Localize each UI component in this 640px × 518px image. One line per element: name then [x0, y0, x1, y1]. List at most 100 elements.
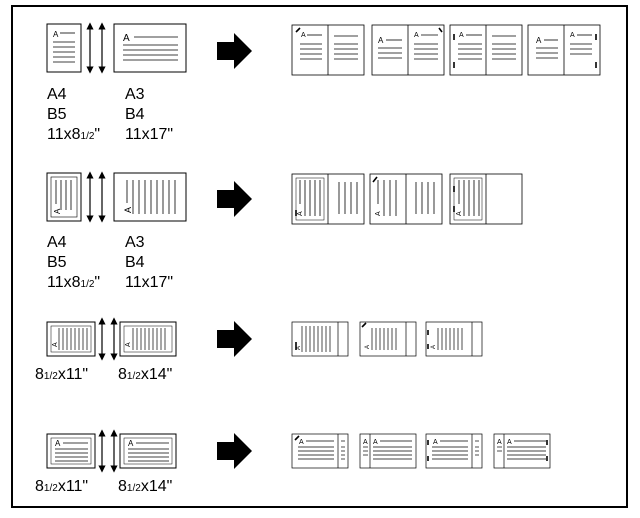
row3-results: A A A	[291, 321, 483, 357]
size-main: 8	[118, 366, 127, 383]
row1-left-inch: 11x81/2"	[47, 126, 100, 146]
svg-text:A: A	[373, 439, 378, 446]
svg-text:A: A	[431, 345, 437, 349]
row3-source: A A	[46, 317, 177, 361]
row1-results: A A A A A A	[291, 24, 601, 76]
row2-left-size-1: A4	[47, 234, 67, 251]
svg-text:A: A	[570, 32, 575, 39]
svg-text:A: A	[297, 211, 304, 216]
row3-right-size: 81/2x14"	[118, 366, 172, 386]
double-arrow-vertical-icon	[98, 429, 118, 473]
row1-source: A A	[46, 22, 187, 74]
row1-right-inch: 11x17"	[125, 126, 174, 143]
inch-main: 11x8	[47, 126, 81, 143]
svg-text:A: A	[52, 342, 59, 347]
row3-left-size: 81/2x11"	[35, 366, 88, 386]
svg-text:A: A	[125, 342, 132, 347]
right-arrow-icon	[217, 321, 252, 357]
large-letter-portrait-page: A	[119, 321, 177, 357]
svg-text:A: A	[128, 439, 134, 448]
result-page-3: A	[425, 433, 483, 469]
size-main: 8	[118, 478, 127, 495]
small-letter-portrait-page: A	[46, 321, 96, 357]
inch-main: 11x8	[47, 274, 81, 291]
svg-text:A: A	[53, 30, 59, 39]
svg-text:A: A	[433, 439, 438, 446]
size-rest: x14"	[140, 366, 173, 383]
svg-text:A: A	[378, 36, 384, 45]
result-page-2: A A	[371, 24, 445, 76]
row1-right-size-2: B4	[125, 106, 145, 123]
svg-text:A: A	[363, 439, 368, 446]
svg-text:A: A	[456, 211, 463, 216]
size-main: 8	[35, 478, 44, 495]
row2-source: A A	[46, 171, 187, 223]
result-page-4: A A	[527, 24, 601, 76]
row1-right-size-1: A3	[125, 86, 145, 103]
result-page-1: A	[291, 433, 349, 469]
svg-text:A: A	[459, 32, 464, 39]
result-page-3: A	[425, 321, 483, 357]
double-arrow-vertical-icon	[98, 317, 118, 361]
right-arrow-icon	[217, 33, 252, 69]
result-page-1: A	[291, 24, 365, 76]
svg-text:A: A	[365, 345, 371, 349]
size-fraction: 1/2	[126, 371, 141, 382]
small-landscape-page: A	[46, 23, 82, 73]
svg-text:A: A	[296, 346, 302, 350]
svg-text:A: A	[299, 439, 304, 446]
svg-text:A: A	[375, 211, 382, 216]
svg-text:A: A	[497, 439, 502, 446]
svg-text:A: A	[536, 36, 542, 45]
size-fraction: 1/2	[43, 371, 58, 382]
result-page-2: A	[369, 173, 443, 225]
result-page-2: A	[359, 321, 417, 357]
double-arrow-vertical-icon	[86, 22, 106, 74]
result-page-1: A	[291, 321, 349, 357]
large-portrait-page: A	[113, 172, 187, 222]
large-letter-landscape-page: A	[119, 433, 177, 469]
size-fraction: 1/2	[43, 483, 58, 494]
row4-right-size: 81/2x14"	[118, 478, 172, 498]
svg-text:A: A	[53, 208, 62, 214]
row2-right-inch: 11x17"	[125, 274, 174, 291]
svg-text:A: A	[414, 32, 419, 39]
row2-right-size-1: A3	[125, 234, 145, 251]
row2-left-size-2: B5	[47, 254, 67, 271]
size-rest: x11"	[57, 478, 89, 495]
small-portrait-page: A	[46, 172, 82, 222]
size-rest: x11"	[57, 366, 89, 383]
row2-left-inch: 11x81/2"	[47, 274, 100, 294]
result-page-3: A	[449, 173, 523, 225]
result-page-1: A	[291, 173, 365, 225]
row2-right-size-2: B4	[125, 254, 145, 271]
svg-text:A: A	[507, 439, 512, 446]
row1-left-size-1: A4	[47, 86, 67, 103]
inch-fraction: 1/2	[80, 131, 95, 142]
inch-unit: "	[94, 126, 101, 143]
svg-text:A: A	[123, 207, 133, 213]
result-page-4: A A	[493, 433, 551, 469]
result-page-2: A A	[359, 433, 417, 469]
right-arrow-icon	[217, 181, 252, 217]
row1-left-size-2: B5	[47, 106, 67, 123]
svg-text:A: A	[55, 439, 61, 448]
result-page-3: A	[449, 24, 523, 76]
row2-results: A A A	[291, 173, 523, 225]
right-arrow-icon	[217, 433, 252, 469]
size-rest: x14"	[140, 478, 173, 495]
large-landscape-page: A	[113, 23, 187, 73]
diagram-frame	[11, 5, 628, 508]
double-arrow-vertical-icon	[86, 171, 106, 223]
svg-text:A: A	[301, 32, 306, 39]
row4-results: A A A A A A	[291, 433, 551, 469]
inch-unit: "	[94, 274, 101, 291]
inch-fraction: 1/2	[80, 279, 95, 290]
row4-left-size: 81/2x11"	[35, 478, 88, 498]
size-fraction: 1/2	[126, 483, 141, 494]
size-main: 8	[35, 366, 44, 383]
row4-source: A A	[46, 429, 177, 473]
svg-text:A: A	[123, 33, 130, 44]
small-letter-landscape-page: A	[46, 433, 96, 469]
